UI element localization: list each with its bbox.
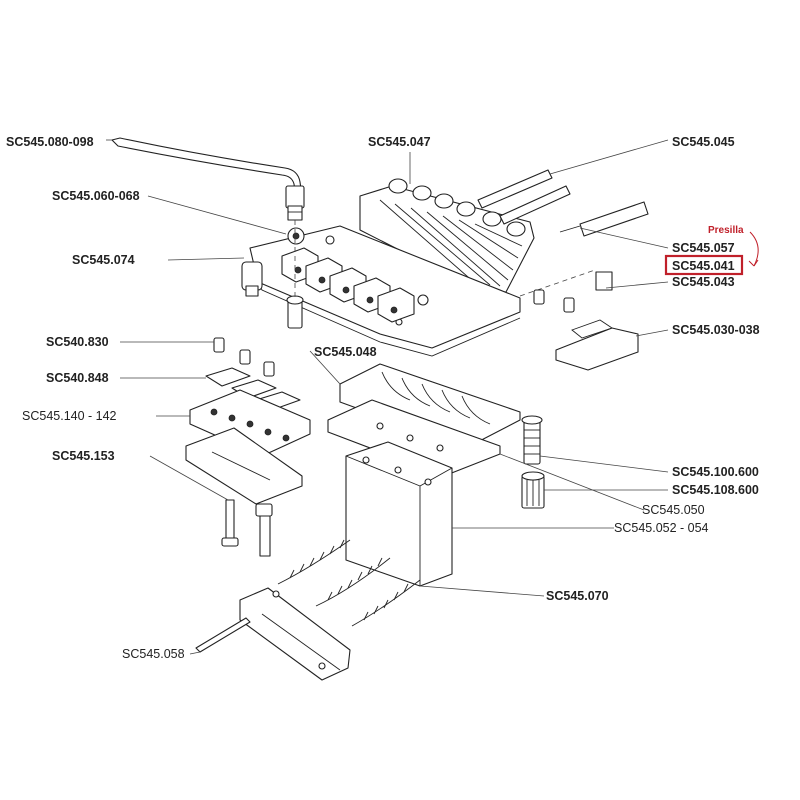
label-sc540-848: SC540.848 — [46, 371, 109, 385]
string-lock-screws — [477, 169, 649, 237]
label-sc545-080-098: SC545.080-098 — [6, 135, 94, 149]
part-labels: SC545.080-098 SC545.047 SC545.045 SC545.… — [6, 135, 760, 661]
label-sc545-074: SC545.074 — [72, 253, 135, 267]
label-sc545-108-600: SC545.108.600 — [672, 483, 759, 497]
tremolo-arm — [111, 137, 305, 221]
screws — [221, 499, 273, 557]
springs — [277, 539, 421, 627]
label-sc545-043: SC545.043 — [672, 275, 735, 289]
locking-nut-left — [185, 337, 311, 505]
label-sc540-830: SC540.830 — [46, 335, 109, 349]
label-sc545-050: SC545.050 — [642, 503, 705, 517]
lock-nut-parts — [533, 271, 639, 371]
label-sc545-100-600: SC545.100.600 — [672, 465, 759, 479]
label-sc545-060-068: SC545.060-068 — [52, 189, 140, 203]
label-sc545-058: SC545.058 — [122, 647, 185, 661]
highlight-box — [664, 254, 744, 276]
label-sc545-048: SC545.048 — [314, 345, 377, 359]
spring-plate — [327, 363, 521, 477]
label-sc545-070: SC545.070 — [546, 589, 609, 603]
sustain-block — [345, 441, 453, 587]
saddles — [281, 247, 415, 323]
highlight-annotation: Presilla — [664, 225, 759, 276]
label-sc545-041: SC545.041 — [672, 259, 735, 273]
label-sc545-045: SC545.045 — [672, 135, 735, 149]
annotation-arrow — [749, 231, 759, 267]
mounting-studs — [521, 415, 545, 509]
label-sc545-057: SC545.057 — [672, 241, 735, 255]
spring-claw — [195, 587, 351, 681]
presilla-note: Presilla — [708, 225, 744, 236]
label-sc545-140-142: SC545.140 - 142 — [22, 409, 117, 423]
bridge-assembly — [241, 178, 596, 357]
leader-lines — [106, 139, 669, 655]
label-sc545-052-054: SC545.052 - 054 — [614, 521, 709, 535]
label-sc545-153: SC545.153 — [52, 449, 115, 463]
label-sc545-030-038: SC545.030-038 — [672, 323, 760, 337]
label-sc545-047: SC545.047 — [368, 135, 431, 149]
